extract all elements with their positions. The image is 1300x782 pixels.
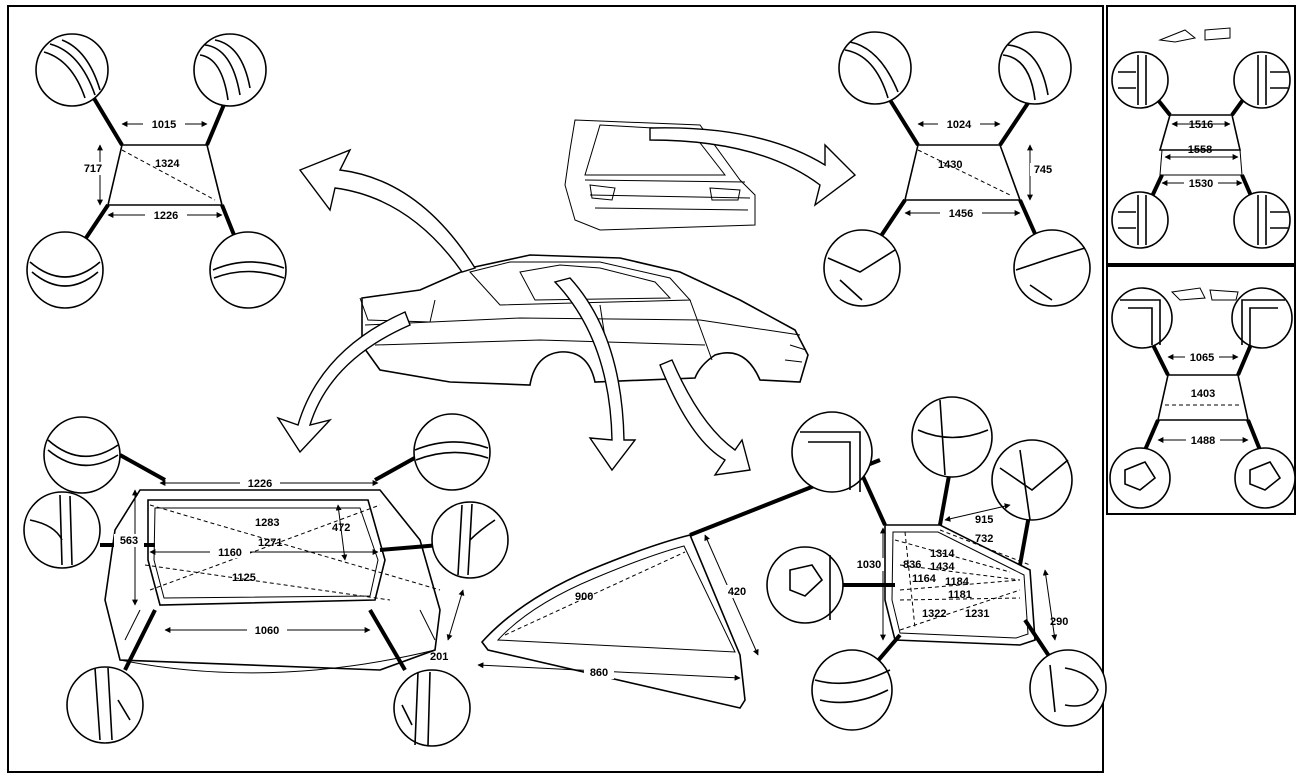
dim-top: 1024 <box>947 119 972 131</box>
dim-bottom: 1456 <box>949 208 973 220</box>
dim-diagonal: 1324 <box>155 158 180 170</box>
detail-circle <box>1013 229 1091 307</box>
dim-side: 745 <box>1034 164 1052 176</box>
inset-frame-top <box>1106 5 1296 265</box>
detail-circle <box>1233 191 1291 249</box>
detail-circle <box>209 231 287 309</box>
dim-h: 1184 <box>945 576 970 588</box>
dim-a: 1516 <box>1189 119 1213 131</box>
detail-circle <box>1111 287 1173 349</box>
dim-top: 1226 <box>248 478 272 490</box>
dim-f: 1434 <box>930 561 955 573</box>
detail-circle <box>66 666 144 744</box>
dim-b: 732 <box>975 533 993 545</box>
detail-circle <box>393 669 471 747</box>
dim-c: 1530 <box>1189 178 1213 190</box>
dim-side: 420 <box>728 586 746 598</box>
door-opening-group: 915 732 836 1314 1030 1434 1164 1184 118… <box>766 396 1107 731</box>
inset-frame-bottom <box>1106 265 1296 515</box>
inset-bottom-group: 1065 1403 1488 <box>1109 287 1296 509</box>
dim-top: 1015 <box>152 119 176 131</box>
dim-d3: 1271 <box>258 537 282 549</box>
detail-circle <box>35 33 109 107</box>
detail-circle <box>23 491 101 569</box>
detail-circle <box>1029 649 1107 727</box>
dim-g: 1164 <box>912 573 937 585</box>
detail-circle <box>1111 51 1169 109</box>
dim-bottom: 860 <box>590 667 608 679</box>
dim-d: 1314 <box>930 548 955 560</box>
dim-d4: 1125 <box>232 572 256 584</box>
inset-top-group: 1516 1558 1530 <box>1111 27 1291 249</box>
dim-b: 1403 <box>1191 388 1215 400</box>
dim-e: 1030 <box>857 559 881 571</box>
detail-circle <box>766 546 844 624</box>
detail-circle <box>811 649 893 731</box>
car-front-sketch <box>564 119 756 231</box>
dim-a: 1065 <box>1190 352 1214 364</box>
detail-circle <box>823 229 901 307</box>
dim-bottom: 1226 <box>154 210 178 222</box>
detail-circle <box>838 31 912 105</box>
main-frame <box>7 5 1104 773</box>
detail-circle <box>1231 287 1293 349</box>
curved-arrows <box>276 127 857 476</box>
rear-opening-group: 1226 1283 472 1271 1160 1125 563 1060 20… <box>23 413 509 747</box>
dim-diagonal: 1430 <box>938 159 962 171</box>
dim-d1: 1283 <box>255 517 279 529</box>
detail-circle <box>1234 447 1296 509</box>
detail-circle <box>43 416 121 494</box>
dim-side: 563 <box>120 535 138 547</box>
dim-i: 1181 <box>948 589 972 601</box>
dim-diagonal: 900 <box>575 591 593 603</box>
dim-corner: 201 <box>430 651 448 663</box>
detail-circle <box>1233 51 1291 109</box>
detail-circle <box>1109 447 1171 509</box>
dim-j: 1322 <box>922 608 946 620</box>
dim-d2: 472 <box>332 522 350 534</box>
detail-circle <box>1111 191 1169 249</box>
dim-c: 1488 <box>1191 435 1215 447</box>
dim-b: 1558 <box>1188 144 1212 156</box>
detail-circle <box>991 439 1073 521</box>
dim-c: 836 <box>903 559 921 571</box>
dim-l: 290 <box>1050 616 1068 628</box>
dim-width: 1160 <box>218 547 242 559</box>
detail-circle <box>26 231 104 309</box>
windscreen-front-group: 1015 1324 717 1226 <box>26 33 287 309</box>
dim-side: 717 <box>84 163 102 175</box>
dim-a: 915 <box>975 514 993 526</box>
windscreen-right-group: 1024 1430 745 1456 <box>823 31 1091 307</box>
dim-bottom: 1060 <box>255 625 279 637</box>
detail-circle <box>193 33 267 107</box>
dim-k: 1231 <box>965 608 989 620</box>
detail-circle <box>998 31 1072 105</box>
